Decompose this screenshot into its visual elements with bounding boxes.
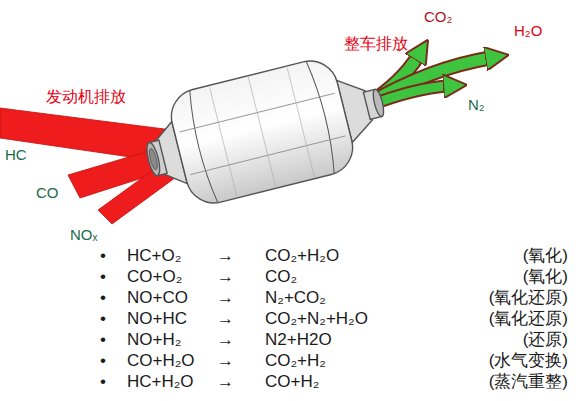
bullet: • xyxy=(100,372,106,392)
products: CO₂ xyxy=(265,267,297,287)
products: N₂+CO₂ xyxy=(265,288,326,308)
reaction-arrow: → xyxy=(217,309,234,329)
gas-label: H₂O xyxy=(514,22,542,39)
reaction-arrow: → xyxy=(217,246,234,266)
products: CO₂+H₂O xyxy=(265,246,339,266)
catalytic-converter xyxy=(134,46,396,217)
engine-exhaust-arrows xyxy=(0,108,194,224)
reactants: NO+HC xyxy=(127,309,187,329)
gas-label: HC xyxy=(5,146,27,163)
reaction-type: (氧化) xyxy=(523,246,568,266)
products: CO+H₂ xyxy=(265,372,319,392)
reactants: HC+O₂ xyxy=(127,246,181,266)
reaction-arrow: → xyxy=(217,267,234,287)
reactants: NO+CO xyxy=(127,288,188,308)
reaction-type: (氧化) xyxy=(523,267,568,287)
reaction-type: (氧化还原) xyxy=(489,288,568,308)
inflow-title: 发动机排放 xyxy=(46,88,126,106)
gas-label: CO₂ xyxy=(424,8,452,25)
reaction-type: (还原) xyxy=(523,330,568,350)
outflow-title: 整车排放 xyxy=(344,35,408,53)
gas-label: N₂ xyxy=(468,96,485,113)
gas-label: NOₓ xyxy=(70,226,97,243)
products: CO₂+H₂ xyxy=(265,351,326,371)
bullet: • xyxy=(100,288,106,308)
reactants: CO+O₂ xyxy=(127,267,182,287)
reaction-type: (水气变换) xyxy=(489,351,568,371)
reaction-arrow: → xyxy=(217,288,234,308)
reaction-arrow: → xyxy=(217,330,234,350)
bullet: • xyxy=(100,246,106,266)
products: N2+H2O xyxy=(265,330,332,350)
reaction-type: (氧化还原) xyxy=(489,309,568,329)
bullet: • xyxy=(100,330,106,350)
reaction-arrow: → xyxy=(217,372,234,392)
reactants: CO+H₂O xyxy=(127,351,195,371)
reaction-type: (蒸汽重整) xyxy=(489,372,568,392)
bullet: • xyxy=(100,351,106,371)
reactants: NO+H₂ xyxy=(127,330,181,350)
products: CO₂+N₂+H₂O xyxy=(265,309,368,329)
bullet: • xyxy=(100,267,106,287)
gas-label: CO xyxy=(36,184,59,201)
reaction-arrow: → xyxy=(217,351,234,371)
reactants: HC+H₂O xyxy=(127,372,194,392)
bullet: • xyxy=(100,309,106,329)
